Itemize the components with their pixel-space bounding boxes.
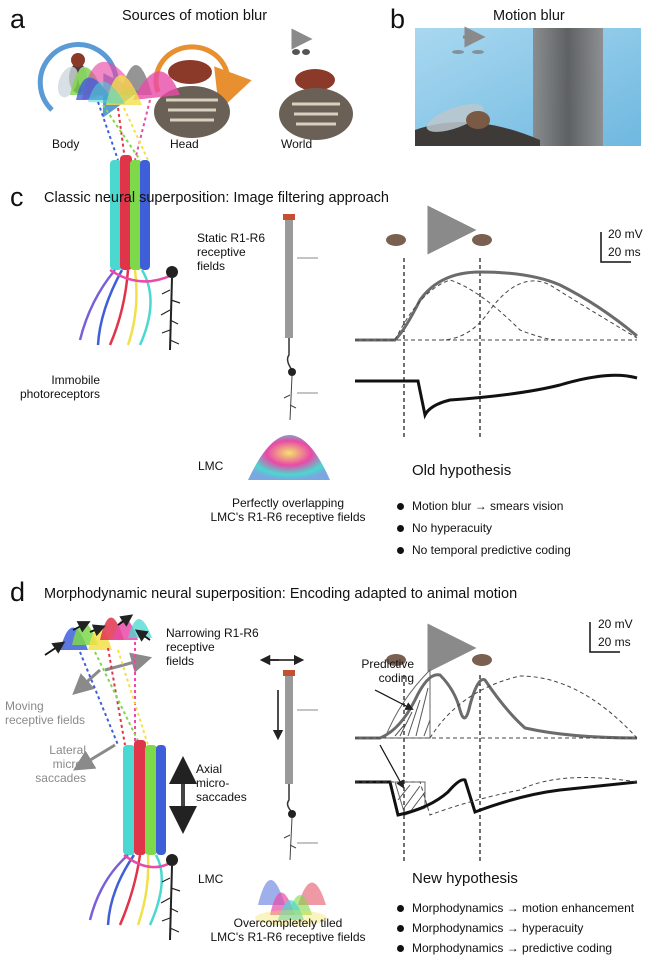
panel-a-letter: a: [10, 4, 26, 34]
old-hypothesis-bullet-2: No hyperacuity: [397, 521, 492, 535]
lmc-label-c: LMC: [198, 459, 224, 473]
trace-photoreceptors-c: [355, 270, 638, 342]
panel-d-title: Morphodynamic neural superposition: Enco…: [44, 586, 518, 602]
label-head: Head: [170, 137, 199, 151]
old-hypothesis-bullet-1: Motion blur → smears vision: [397, 499, 563, 513]
overlapping-rf-hump: [248, 435, 330, 480]
dashed-projection-lines: [97, 99, 151, 161]
fly-sequence-d: [386, 623, 492, 673]
tiled-rf-cones: [255, 880, 327, 926]
panel-b-title: Motion blur: [493, 8, 565, 24]
panel-d-letter: d: [10, 577, 26, 607]
panel-c-title: Classic neural superposition: Image filt…: [44, 190, 389, 206]
narrowing-receptive-field-cones: [60, 617, 152, 650]
scale-bar-d: [589, 622, 620, 653]
immobile-photoreceptor-bundle: [78, 155, 173, 346]
scale-bar-c: [600, 232, 631, 263]
world-motion-illustration: [279, 28, 353, 140]
static-receptive-field-cones: [70, 61, 180, 105]
fly-sequence-c: [386, 205, 492, 255]
panel-a-title: Sources of motion blur: [122, 8, 268, 24]
electrode-d: [259, 660, 318, 861]
panel-c-letter: c: [10, 182, 24, 212]
trace-lmc-c: [355, 373, 638, 420]
electrode-c: [283, 214, 318, 421]
old-hypothesis-bullet-3: No temporal predictive coding: [397, 543, 571, 557]
moving-photoreceptor-bundle: [88, 740, 173, 926]
scale-mv-d: 20 mV: [598, 617, 633, 631]
old-hypothesis-title: Old hypothesis: [412, 462, 512, 479]
narrowing-arrows: [44, 614, 151, 656]
predictive-pointer-arrows: [374, 689, 414, 789]
vertical-dashed-markers-d: [403, 675, 481, 862]
new-hypothesis-bullet-3: Morphodynamics → predictive coding: [397, 941, 612, 955]
lmc-label-d: LMC: [198, 872, 224, 886]
scale-ms-c: 20 ms: [608, 245, 641, 259]
dashed-projection-lines-d: [79, 642, 149, 746]
panel-b-letter: b: [390, 4, 406, 34]
new-hypothesis-bullet-1: Morphodynamics → motion enhancement: [397, 901, 634, 915]
lmc-neuron-c: [160, 266, 181, 351]
trace-photoreceptors-d: [355, 673, 638, 740]
scale-ms-d: 20 ms: [598, 635, 631, 649]
label-world: World: [281, 137, 313, 151]
new-hypothesis-title: New hypothesis: [412, 870, 518, 887]
label-body: Body: [52, 137, 80, 151]
new-hypothesis-bullet-2: Morphodynamics → hyperacuity: [397, 921, 583, 935]
vertical-dashed-markers-c: [403, 258, 481, 438]
scale-mv-c: 20 mV: [608, 227, 643, 241]
lmc-neuron-d: [160, 854, 181, 941]
motion-blur-photo: [415, 26, 641, 146]
trace-lmc-d: [355, 777, 638, 817]
